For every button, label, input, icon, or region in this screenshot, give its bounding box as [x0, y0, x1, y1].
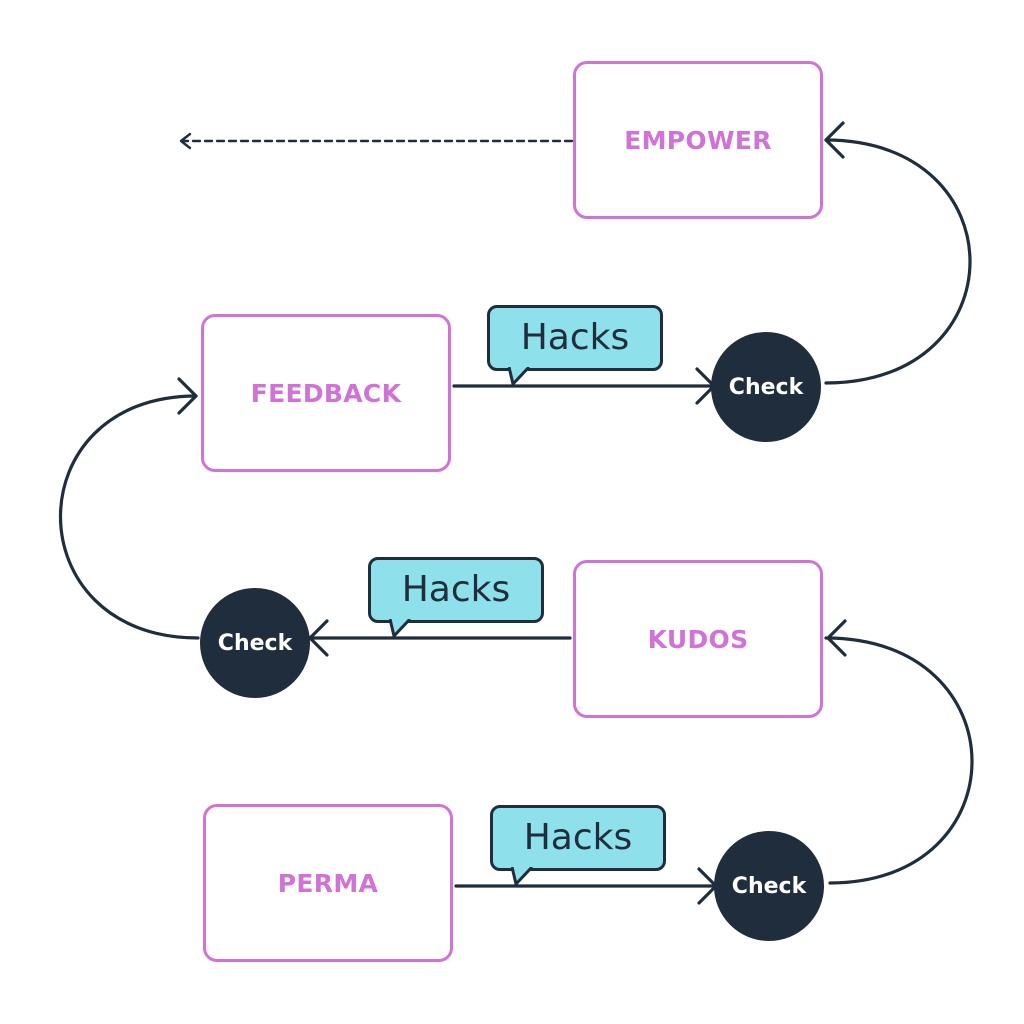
speech-tail-icon	[508, 367, 530, 385]
curve-check-to-kudos	[824, 636, 974, 885]
curve-check-to-feedback	[59, 394, 200, 640]
hacks-bubble-label: Hacks	[523, 817, 633, 858]
hacks-bubble-label: Hacks	[520, 317, 630, 358]
stage-kudos-label: KUDOS	[647, 624, 749, 654]
stage-kudos: KUDOS	[573, 560, 823, 718]
speech-tail-icon	[389, 619, 411, 637]
arrowhead-check-to-empower	[824, 121, 845, 159]
arrowhead-check-to-feedback	[177, 377, 198, 415]
arrowhead-empower-onward	[179, 132, 192, 150]
stage-empower: EMPOWER	[573, 61, 823, 219]
check-node-feedback: Check	[711, 332, 821, 442]
speech-tail-icon	[511, 867, 533, 885]
stage-feedback: FEEDBACK	[201, 314, 451, 472]
check-node-kudos: Check	[200, 588, 310, 698]
stage-empower-label: EMPOWER	[624, 125, 772, 155]
hacks-bubble-kudos: Hacks	[368, 557, 544, 637]
stage-feedback-label: FEEDBACK	[250, 378, 402, 408]
check-node-perma: Check	[714, 831, 824, 941]
hacks-bubble-feedback: Hacks	[487, 305, 663, 385]
stage-perma-label: PERMA	[277, 868, 379, 898]
check-label: Check	[731, 873, 807, 899]
stage-perma: PERMA	[203, 804, 453, 962]
check-label: Check	[217, 630, 293, 656]
curve-check-to-empower	[824, 138, 972, 385]
arrowhead-check-to-kudos	[826, 619, 847, 657]
hacks-bubble-perma: Hacks	[490, 805, 666, 885]
check-label: Check	[728, 374, 804, 400]
arrowhead-kudos-to-check	[308, 619, 329, 657]
hacks-bubble-label: Hacks	[401, 569, 511, 610]
